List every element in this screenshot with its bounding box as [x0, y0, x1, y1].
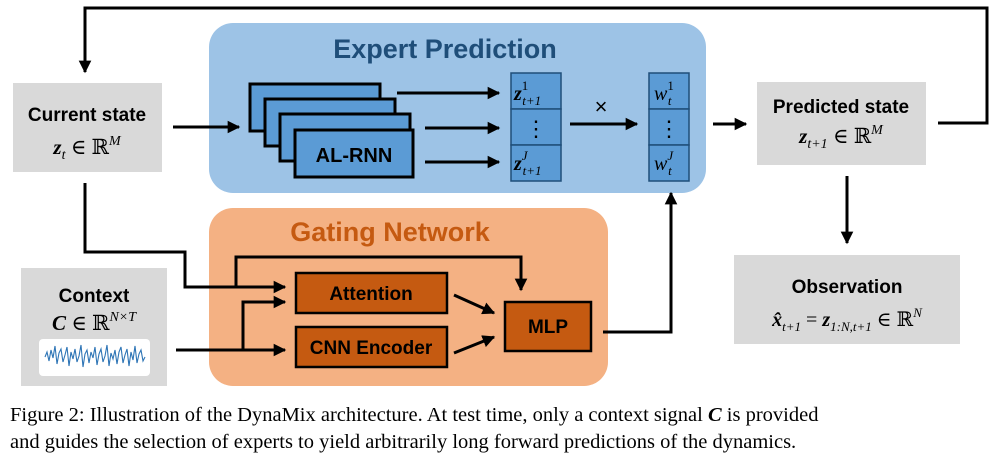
- cnn-encoder-block: [294, 325, 449, 369]
- cnn-encoder-label: CNN Encoder: [310, 338, 433, 359]
- caption-line-1: Figure 2: Illustration of the DynaMix ar…: [10, 402, 995, 429]
- z-vector-bottom-cell: [510, 144, 562, 182]
- context-title: Context: [59, 286, 130, 307]
- predicted-state-title: Predicted state: [773, 97, 909, 118]
- observation-title: Observation: [792, 277, 903, 298]
- mlp-block: [503, 300, 593, 353]
- feedback-loop-arrow: [78, 6, 989, 125]
- z-vector-middle-cell: [510, 108, 562, 146]
- context-signal-waveform: [44, 344, 146, 368]
- current-state-title: Current state: [28, 105, 146, 126]
- w-dots: ⋮: [658, 116, 680, 141]
- caption-line-1-start: Figure 2: Illustration of the DynaMix ar…: [10, 404, 708, 426]
- current-state-box: [13, 83, 162, 172]
- gating-weight-vector: [648, 72, 690, 182]
- attention-bypass-to-mlp-arrow: [234, 255, 528, 292]
- observation-box: [734, 255, 960, 344]
- figure-caption: Figure 2: Illustration of the DynaMix ar…: [10, 402, 995, 456]
- observation-formula: x̂t+1 = z1:N,t+1 ∈ ℝN: [771, 305, 923, 334]
- z-dots: ⋮: [525, 116, 547, 141]
- expert-output-vector: [510, 72, 562, 182]
- attention-block: [294, 271, 449, 315]
- attention-to-mlp-arrow: [453, 293, 496, 315]
- caption-symbol: C: [707, 404, 722, 426]
- predicted-state-formula: zt+1 ∈ ℝM: [798, 123, 884, 152]
- multiply-symbol: ×: [595, 94, 608, 119]
- gating-network-title: Gating Network: [290, 217, 491, 247]
- expert-prediction-title: Expert Prediction: [333, 34, 557, 64]
- al-rnn-label: AL-RNN: [316, 145, 393, 167]
- current-state-formula: zt ∈ ℝM: [52, 134, 122, 163]
- caption-line-1-end: is provided: [721, 404, 819, 426]
- current-to-attention-arrow: [83, 183, 287, 294]
- attention-label: Attention: [329, 284, 412, 305]
- cnn-to-mlp-arrow: [453, 335, 496, 355]
- al-rnn-layer-4: [293, 128, 415, 179]
- mlp-to-weights-arrow: [603, 191, 678, 334]
- context-to-attention-arrow: [241, 295, 287, 350]
- al-rnn-stack: [248, 82, 415, 179]
- w-vector-bottom-cell: [648, 144, 690, 182]
- context-formula: C ∈ ℝN×T: [52, 310, 137, 335]
- caption-line-2: and guides the selection of experts to y…: [10, 431, 797, 453]
- predicted-state-box: [757, 82, 926, 165]
- mlp-label: MLP: [528, 317, 568, 338]
- connectors: [78, 6, 989, 357]
